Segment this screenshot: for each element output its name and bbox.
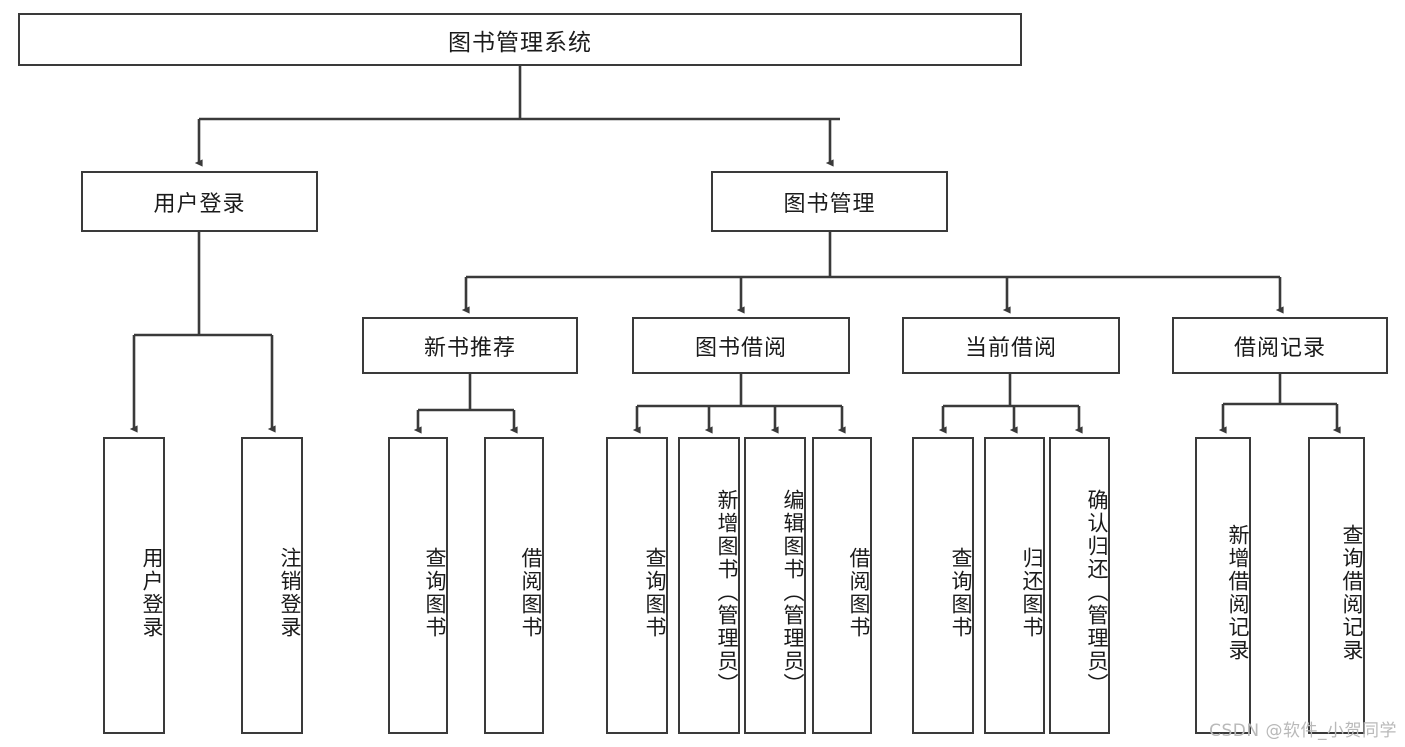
node-borrow-record[interactable]: 借阅记录 [1172,317,1388,374]
node-new-book-recommend-label: 新书推荐 [423,335,516,361]
node-leaf-user-logout[interactable]: 注销登录 [241,437,303,734]
node-current-borrow[interactable]: 当前借阅 [902,317,1120,374]
node-leaf-return-book-label: 归还图书 [1020,546,1044,639]
node-user-login[interactable]: 用户登录 [81,171,318,232]
node-leaf-query-book-2[interactable]: 查询图书 [606,437,668,734]
node-book-borrow-label: 图书借阅 [694,335,787,361]
node-leaf-confirm-return-label: 确认归还（管理员） [1085,489,1109,696]
node-current-borrow-label: 当前借阅 [964,335,1057,361]
node-leaf-user-logout-label: 注销登录 [278,546,302,639]
node-leaf-borrow-book-1[interactable]: 借阅图书 [484,437,544,734]
node-leaf-borrow-book-1-label: 借阅图书 [519,546,543,639]
node-leaf-borrow-book-2-label: 借阅图书 [847,546,871,639]
node-leaf-add-record[interactable]: 新增借阅记录 [1195,437,1251,734]
node-leaf-confirm-return[interactable]: 确认归还（管理员） [1049,437,1110,734]
node-leaf-return-book[interactable]: 归还图书 [984,437,1045,734]
node-new-book-recommend[interactable]: 新书推荐 [362,317,578,374]
node-leaf-user-login[interactable]: 用户登录 [103,437,165,734]
node-leaf-query-record-label: 查询借阅记录 [1340,523,1364,662]
node-borrow-record-label: 借阅记录 [1233,335,1326,361]
node-book-borrow[interactable]: 图书借阅 [632,317,850,374]
node-leaf-edit-book-label: 编辑图书（管理员） [781,489,805,696]
node-leaf-query-record[interactable]: 查询借阅记录 [1308,437,1365,734]
node-leaf-user-login-label: 用户登录 [140,546,164,639]
node-root-label: 图书管理系统 [448,29,592,56]
node-leaf-query-book-1[interactable]: 查询图书 [388,437,448,734]
node-user-login-label: 用户登录 [153,191,246,217]
node-leaf-add-book-label: 新增图书（管理员） [715,489,739,696]
node-leaf-add-book[interactable]: 新增图书（管理员） [678,437,740,734]
node-leaf-query-book-3-label: 查询图书 [949,546,973,639]
node-leaf-query-book-1-label: 查询图书 [423,546,447,639]
node-leaf-query-book-2-label: 查询图书 [643,546,667,639]
node-leaf-borrow-book-2[interactable]: 借阅图书 [812,437,872,734]
node-book-management-label: 图书管理 [783,191,876,217]
node-root[interactable]: 图书管理系统 [18,13,1022,66]
node-leaf-add-record-label: 新增借阅记录 [1226,523,1250,662]
watermark-text: CSDN @软件_小贺同学 [1209,721,1397,741]
node-leaf-query-book-3[interactable]: 查询图书 [912,437,974,734]
node-book-management[interactable]: 图书管理 [711,171,948,232]
node-leaf-edit-book[interactable]: 编辑图书（管理员） [744,437,806,734]
